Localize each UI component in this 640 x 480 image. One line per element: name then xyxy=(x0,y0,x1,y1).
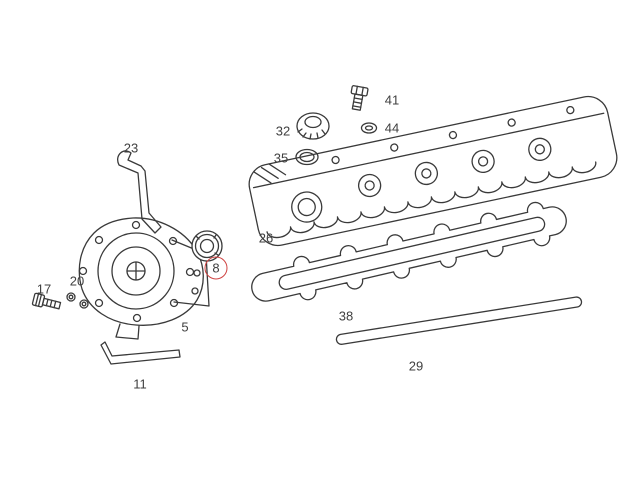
bolt-17-drawing xyxy=(31,292,62,310)
part-label-44[interactable]: 44 xyxy=(384,120,400,136)
bolt-41-drawing xyxy=(350,85,369,111)
seal-ring-drawing xyxy=(295,148,319,166)
nuts-drawing xyxy=(66,292,89,309)
valve-cover-drawing xyxy=(248,95,618,247)
part-label-5[interactable]: 5 xyxy=(181,319,189,335)
part-label-35[interactable]: 35 xyxy=(273,150,289,166)
rod-drawing xyxy=(100,341,181,365)
filler-cap-drawing xyxy=(296,112,330,140)
part-label-20[interactable]: 20 xyxy=(69,273,85,289)
part-label-23[interactable]: 23 xyxy=(123,140,139,156)
part-label-17[interactable]: 17 xyxy=(36,281,52,297)
part-label-41[interactable]: 41 xyxy=(384,92,400,108)
part-label-38[interactable]: 38 xyxy=(338,308,354,324)
part-label-11[interactable]: 11 xyxy=(133,376,147,392)
gasket-29-drawing xyxy=(335,296,583,345)
washer-44-drawing xyxy=(360,122,378,134)
bracket-drawing xyxy=(117,150,162,234)
part-label-29[interactable]: 29 xyxy=(408,358,424,374)
cover-housing-drawing xyxy=(78,217,210,340)
part-label-32[interactable]: 32 xyxy=(275,123,291,139)
part-label-8-highlighted[interactable]: 8 xyxy=(204,256,228,280)
valve-cover-gasket-drawing xyxy=(251,201,567,302)
part-label-26[interactable]: 26 xyxy=(258,230,274,246)
